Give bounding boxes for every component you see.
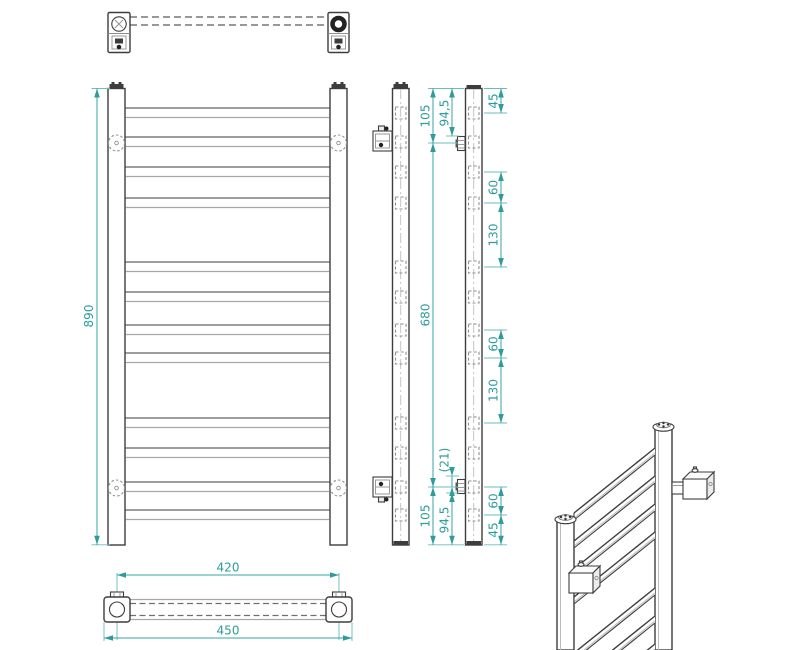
iso-left-post-cap — [554, 514, 577, 525]
dim-94-5-bottom-label: 94,5 — [438, 507, 452, 534]
front-view: 890 — [82, 82, 348, 546]
front-right-post-cap — [331, 82, 346, 89]
front-right-post — [329, 87, 348, 546]
top-view-right-bracket — [327, 11, 350, 54]
top-view — [107, 11, 350, 54]
dim-21-ref-label: (21) — [438, 448, 452, 473]
side-wall-bracket-top — [372, 125, 393, 152]
dim-105-top: 105 — [419, 88, 436, 143]
iso-wall-bracket-left — [567, 560, 602, 595]
dim-height-890: 890 — [82, 88, 110, 546]
dim-60-bottom: 60 — [487, 487, 504, 515]
top-view-left-bracket — [107, 11, 131, 54]
bottom-right-boss — [325, 591, 353, 623]
bottom-view: 420 450 — [103, 561, 353, 641]
isometric-view — [554, 421, 716, 650]
iso-wall-bracket-right — [671, 466, 716, 501]
dim-94-5-top: 94,5 — [438, 88, 455, 136]
front-rungs — [124, 107, 331, 521]
bottom-hidden-rail — [130, 598, 326, 621]
dim-130-upper-label: 130 — [487, 224, 501, 247]
iso-rungs — [573, 447, 656, 650]
dim-94-5-bottom: 94,5 — [438, 493, 455, 545]
dim-680-label: 680 — [419, 304, 433, 327]
dim-105-bottom: 105 — [419, 487, 436, 545]
dim-130-mid-label: 130 — [487, 379, 501, 402]
side-right-bar — [464, 85, 483, 546]
dim-105-top-label: 105 — [419, 105, 433, 128]
dim-130-mid: 130 — [487, 358, 504, 423]
dim-60-mid: 60 — [487, 330, 504, 358]
dim-45-bottom: 45 — [487, 515, 504, 545]
dim-45-bottom-label: 45 — [487, 522, 501, 537]
iso-right-post-cap — [652, 421, 675, 432]
dim-height-890-label: 890 — [82, 305, 96, 328]
dim-width-450: 450 — [104, 624, 352, 641]
side-mount-tab-top — [455, 135, 466, 152]
dim-45-top-label: 45 — [487, 93, 501, 108]
dim-94-5-top-label: 94,5 — [438, 100, 452, 127]
dim-21-ref: (21) — [438, 448, 455, 496]
side-mount-tab-bottom — [455, 478, 466, 495]
dim-105-bottom-label: 105 — [419, 505, 433, 528]
bottom-left-boss — [103, 591, 131, 623]
dim-680: 680 — [419, 143, 436, 487]
dim-130-upper: 130 — [487, 203, 504, 267]
dim-width-420: 420 — [117, 561, 339, 578]
dim-60-bottom-label: 60 — [487, 493, 501, 508]
front-mount-points — [107, 134, 348, 497]
iso-right-post — [654, 428, 673, 650]
front-left-post-cap — [109, 82, 124, 89]
side-view: 105 94,5 45 60 130 680 — [372, 82, 507, 546]
dim-60-upper-label: 60 — [487, 180, 501, 195]
top-view-hidden-rail — [130, 16, 328, 26]
side-left-bar — [391, 82, 410, 546]
dim-60-mid-label: 60 — [487, 336, 501, 351]
dim-width-420-label: 420 — [217, 561, 240, 575]
dim-width-450-label: 450 — [217, 624, 240, 638]
front-left-post — [107, 87, 126, 546]
side-wall-bracket-bottom — [372, 476, 393, 503]
dim-45-top: 45 — [487, 88, 504, 113]
dim-60-upper: 60 — [487, 172, 504, 203]
